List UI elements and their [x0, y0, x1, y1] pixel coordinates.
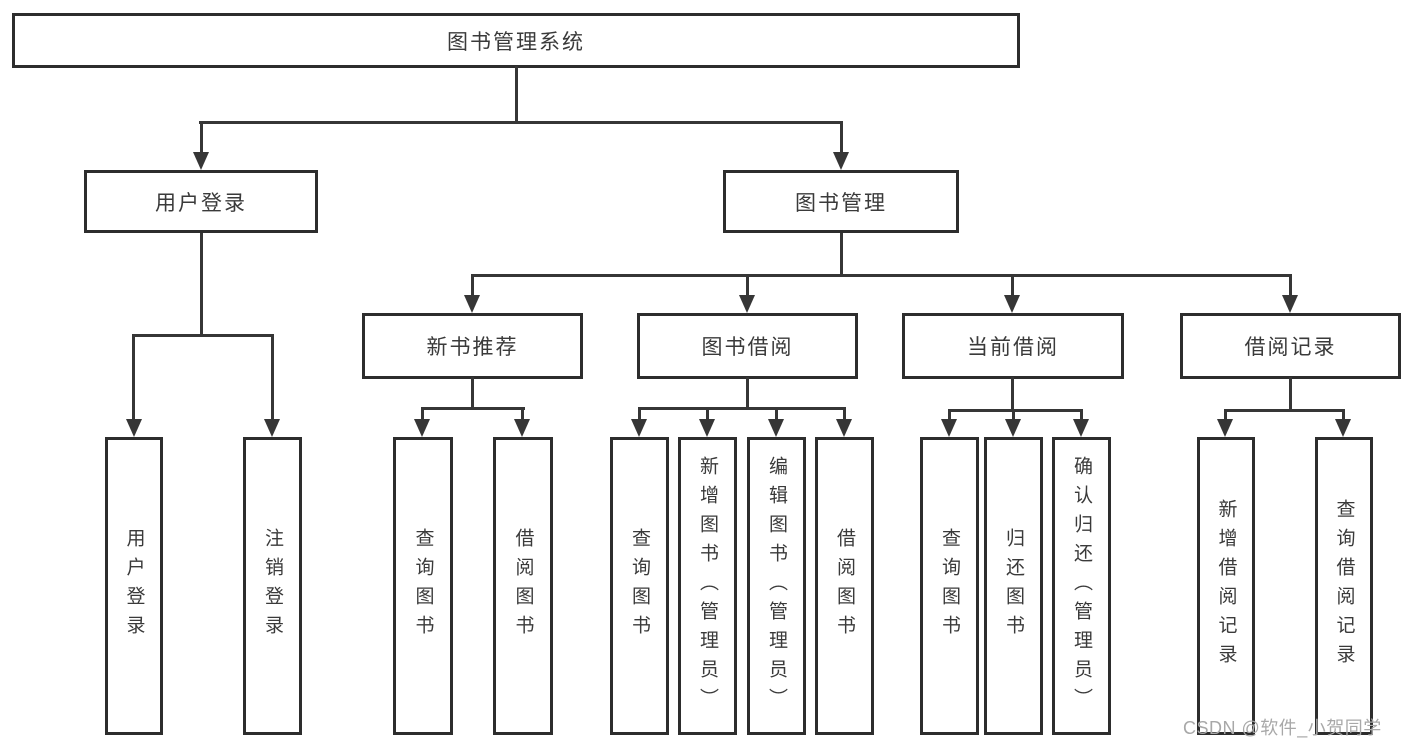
connector-line: [200, 121, 203, 153]
leaf-confirm-return-admin: 确认归还（管理员）: [1052, 437, 1111, 735]
arrowhead-down-icon: [464, 295, 480, 313]
node-label: 查询借阅记录: [1333, 499, 1355, 673]
connector-line: [471, 377, 474, 410]
connector-line: [421, 407, 525, 410]
arrowhead-down-icon: [514, 419, 530, 437]
node-current-borrowing: 当前借阅: [902, 313, 1124, 379]
arrowhead-down-icon: [1005, 419, 1021, 437]
arrowhead-down-icon: [1282, 295, 1298, 313]
node-label: 借阅图书: [834, 528, 855, 644]
leaf-user-login: 用户登录: [105, 437, 163, 735]
connector-line: [746, 377, 749, 410]
leaf-borrow-books-recommend: 借阅图书: [493, 437, 553, 735]
connector-line: [471, 274, 1292, 277]
leaf-query-books-recommend: 查询图书: [393, 437, 453, 735]
arrowhead-down-icon: [833, 152, 849, 170]
leaf-return-books: 归还图书: [984, 437, 1043, 735]
connector-line: [1012, 409, 1015, 421]
connector-line: [1011, 377, 1014, 411]
connector-line: [132, 334, 135, 421]
arrowhead-down-icon: [941, 419, 957, 437]
arrowhead-down-icon: [699, 419, 715, 437]
leaf-query-borrow-record: 查询借阅记录: [1315, 437, 1373, 735]
leaf-borrow-books: 借阅图书: [815, 437, 874, 735]
csdn-watermark: CSDN @软件_小贺同学: [1183, 718, 1382, 738]
node-label: 图书借阅: [701, 336, 794, 359]
node-label: 编辑图书（管理员）: [766, 455, 787, 717]
connector-line: [1289, 274, 1292, 297]
connector-line: [746, 274, 749, 297]
connector-line: [948, 409, 951, 421]
connector-line: [515, 66, 518, 124]
leaf-query-books-borrowing: 查询图书: [610, 437, 669, 735]
leaf-logout: 注销登录: [243, 437, 302, 735]
node-borrowing-records: 借阅记录: [1180, 313, 1401, 379]
node-new-book-recommendation: 新书推荐: [362, 313, 583, 379]
node-label: 用户登录: [123, 528, 145, 644]
node-label: 查询图书: [629, 528, 650, 644]
connector-line: [421, 407, 424, 421]
node-label: 新书推荐: [426, 336, 519, 359]
connector-line: [638, 407, 641, 421]
node-label: 图书管理: [795, 191, 887, 215]
node-label: 确认归还（管理员）: [1071, 455, 1092, 717]
node-label: 借阅记录: [1244, 336, 1337, 359]
arrowhead-down-icon: [739, 295, 755, 313]
arrowhead-down-icon: [768, 419, 784, 437]
arrowhead-down-icon: [414, 419, 430, 437]
arrowhead-down-icon: [1073, 419, 1089, 437]
node-label: 新增图书（管理员）: [697, 455, 718, 717]
arrowhead-down-icon: [1335, 419, 1351, 437]
arrowhead-down-icon: [836, 419, 852, 437]
node-label: 图书管理系统: [447, 30, 585, 54]
connector-line: [1224, 409, 1227, 421]
connector-line: [638, 407, 846, 410]
node-user-login: 用户登录: [84, 170, 318, 233]
connector-line: [271, 334, 274, 421]
arrowhead-down-icon: [193, 152, 209, 170]
leaf-query-books-current: 查询图书: [920, 437, 979, 735]
node-library-management-system: 图书管理系统: [12, 13, 1020, 68]
connector-line: [471, 274, 474, 297]
node-label: 归还图书: [1003, 528, 1024, 644]
connector-line: [521, 407, 524, 421]
connector-line: [840, 233, 843, 276]
connector-line: [1342, 409, 1345, 421]
arrowhead-down-icon: [1217, 419, 1233, 437]
connector-line: [706, 407, 709, 421]
arrowhead-down-icon: [264, 419, 280, 437]
node-label: 查询图书: [939, 528, 960, 644]
node-label: 用户登录: [155, 191, 247, 215]
connector-line: [1080, 409, 1083, 421]
connector-line: [843, 407, 846, 421]
node-book-borrowing: 图书借阅: [637, 313, 858, 379]
leaf-add-books-admin: 新增图书（管理员）: [678, 437, 737, 735]
arrowhead-down-icon: [126, 419, 142, 437]
node-label: 借阅图书: [512, 528, 534, 644]
node-book-management: 图书管理: [723, 170, 959, 233]
node-label: 当前借阅: [967, 336, 1059, 359]
connector-line: [775, 407, 778, 421]
node-label: 新增借阅记录: [1215, 499, 1237, 673]
connector-line: [200, 233, 203, 336]
connector-line: [199, 121, 843, 124]
node-label: 注销登录: [262, 528, 283, 644]
arrowhead-down-icon: [1004, 295, 1020, 313]
leaf-add-borrow-record: 新增借阅记录: [1197, 437, 1255, 735]
arrowhead-down-icon: [631, 419, 647, 437]
connector-line: [1224, 409, 1345, 412]
connector-line: [1011, 274, 1014, 297]
leaf-edit-books-admin: 编辑图书（管理员）: [747, 437, 806, 735]
connector-line: [133, 334, 274, 337]
connector-line: [840, 121, 843, 153]
connector-line: [948, 409, 1083, 412]
connector-line: [1289, 377, 1292, 411]
node-label: 查询图书: [412, 528, 434, 644]
